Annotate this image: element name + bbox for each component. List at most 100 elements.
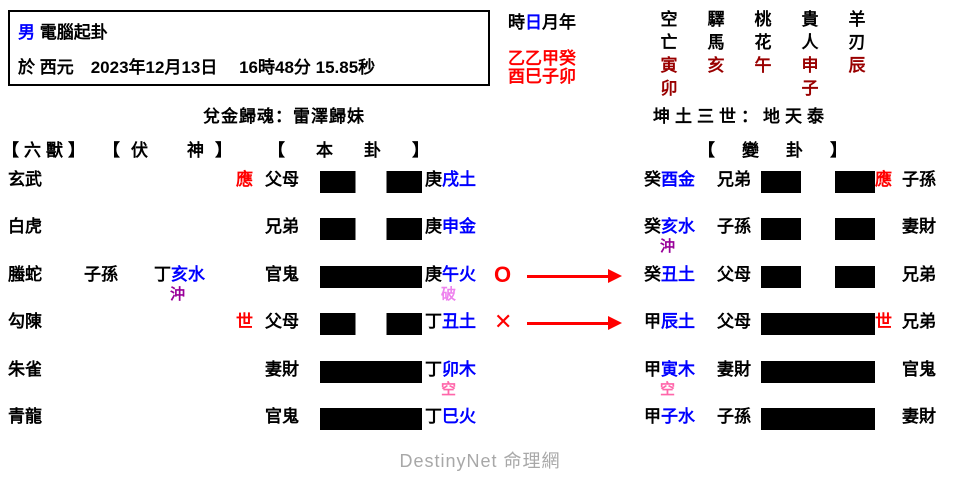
hexagram-row: 白虎 兄弟 庚申金 癸亥水 沖 子孫 妻財 xyxy=(0,213,960,260)
beast-name: 朱雀 xyxy=(8,360,42,379)
star-name-char: 貴 xyxy=(801,10,819,29)
star-value: 卯 xyxy=(660,79,678,98)
beast-name: 玄武 xyxy=(8,170,42,189)
relation-label: 妻財 xyxy=(265,360,299,379)
star-name-char: 馬 xyxy=(707,33,725,52)
beast-name: 青龍 xyxy=(8,407,42,426)
pillar-label-year: 年 xyxy=(559,13,576,32)
pillar-label-hour: 時 xyxy=(508,13,525,32)
relation-label: 父母 xyxy=(265,312,299,331)
cast-method-label: 電腦起卦 xyxy=(39,23,108,42)
ganzhi-label: 庚申金 xyxy=(425,217,476,237)
stem-char: 庚 xyxy=(425,265,442,284)
changed-hexagram-line xyxy=(761,313,875,335)
stem-char: 甲 xyxy=(644,360,661,379)
branch-element: 寅木 xyxy=(661,360,695,379)
stem-char: 癸 xyxy=(644,217,661,236)
cast-info-box: 男 電腦起卦 於 西元 2023年12月13日 16時48分 15.85秒 xyxy=(8,10,490,86)
star-name-char: 花 xyxy=(754,33,772,52)
hexagram-line xyxy=(320,408,422,430)
stem-char: 甲 xyxy=(644,407,661,426)
changed-relation-label: 父母 xyxy=(717,312,751,331)
stem-char: 甲 xyxy=(644,312,661,331)
changed-hexagram-line xyxy=(761,408,875,430)
star-name-char: 人 xyxy=(801,33,819,52)
break-note: 破 xyxy=(441,286,457,303)
branch-element: 戌土 xyxy=(442,170,476,189)
star-value xyxy=(846,77,868,100)
relation-label: 官鬼 xyxy=(265,265,299,284)
pillar-label-day: 日 xyxy=(525,13,542,32)
star-column-yima: 驛 馬 亥 xyxy=(705,8,727,100)
changed-relation-label: 父母 xyxy=(717,265,751,284)
stem-char: 庚 xyxy=(425,170,442,189)
branch-element: 辰土 xyxy=(661,312,695,331)
changed-ganzhi-label: 甲子水 xyxy=(644,407,695,427)
beast-name: 螣蛇 xyxy=(8,265,42,284)
relation-label: 兄弟 xyxy=(265,217,299,236)
main-hexagram-title: 兌金歸魂：雷澤歸妹 xyxy=(203,107,365,126)
star-column-yangren: 羊 刃 辰 xyxy=(846,8,868,100)
branch-element: 子水 xyxy=(661,407,695,426)
cast-datetime: 於 西元 2023年12月13日 16時48分 15.85秒 xyxy=(18,58,376,77)
ganzhi-label: 庚午火 xyxy=(425,265,476,285)
star-name-char: 刃 xyxy=(848,33,866,52)
changed-ganzhi-label: 癸丑土 xyxy=(644,265,695,285)
change-arrow-line xyxy=(527,275,609,278)
ganzhi-label: 庚戌土 xyxy=(425,170,476,190)
void-note: 空 xyxy=(660,381,676,398)
col-header-six-beasts: 【六獸】 xyxy=(2,141,90,160)
changed-ganzhi-label: 甲寅木 xyxy=(644,360,695,380)
star-value: 午 xyxy=(754,56,772,75)
relation-label: 父母 xyxy=(265,170,299,189)
changed-relation-outcome: 官鬼 xyxy=(902,360,936,379)
hexagram-row: 勾陳 世 父母 丁丑土 ✕ 甲辰土 父母 世 兄弟 xyxy=(0,308,960,355)
star-column-kongwang: 空 亡 寅 卯 xyxy=(658,8,680,100)
changed-hexagram-line xyxy=(761,218,875,240)
changed-ganzhi-label: 甲辰土 xyxy=(644,312,695,332)
star-value: 亥 xyxy=(707,56,725,75)
star-value: 寅 xyxy=(660,56,678,75)
branch-element: 巳火 xyxy=(442,407,476,426)
hexagram-row: 玄武 應 父母 庚戌土 癸酉金 兄弟 應 子孫 xyxy=(0,166,960,213)
star-value: 辰 xyxy=(848,56,866,75)
clash-note: 沖 xyxy=(660,238,676,255)
pillar-labels: 時日月年 xyxy=(508,8,576,33)
ganzhi-label: 丁巳火 xyxy=(425,407,476,427)
col-header-hidden-spirit: 【伏 神】 xyxy=(103,141,243,160)
site-watermark: DestinyNet 命理網 xyxy=(399,451,561,471)
stem-char: 癸 xyxy=(644,265,661,284)
ganzhi-label: 丁卯木 xyxy=(425,360,476,380)
stem-char: 丁 xyxy=(154,265,171,284)
beast-name: 白虎 xyxy=(8,217,42,236)
changed-relation-outcome: 子孫 xyxy=(902,170,936,189)
hexagram-line xyxy=(320,266,422,288)
changed-relation-label: 子孫 xyxy=(717,407,751,426)
pillar-branches: 酉巳子卯 xyxy=(508,67,576,86)
ganzhi-label: 丁丑土 xyxy=(425,312,476,332)
change-arrow-head xyxy=(608,316,622,330)
shi-ying-marker: 世 xyxy=(236,312,253,331)
star-name-char: 驛 xyxy=(707,10,725,29)
relation-label: 官鬼 xyxy=(265,407,299,426)
changed-relation-outcome: 兄弟 xyxy=(902,265,936,284)
stem-char: 丁 xyxy=(425,407,442,426)
stem-char: 庚 xyxy=(425,217,442,236)
star-value xyxy=(752,77,774,100)
changed-hexagram-line xyxy=(761,361,875,383)
changed-hexagram-title: 坤土三世：地天泰 xyxy=(653,107,829,126)
pillar-stems: 乙乙甲癸 xyxy=(508,49,576,68)
void-note: 空 xyxy=(441,381,457,398)
changed-shi-ying-marker: 世 xyxy=(875,312,892,331)
changed-ganzhi-label: 癸酉金 xyxy=(644,170,695,190)
hexagram-line xyxy=(320,218,422,240)
clash-note: 沖 xyxy=(170,286,186,303)
branch-element: 亥水 xyxy=(171,265,205,284)
stem-char: 癸 xyxy=(644,170,661,189)
hexagram-line xyxy=(320,361,422,383)
star-name-char: 空 xyxy=(660,10,678,29)
branch-element: 丑土 xyxy=(661,265,695,284)
star-column-taohua: 桃 花 午 xyxy=(752,8,774,100)
star-value: 申 xyxy=(801,56,819,75)
